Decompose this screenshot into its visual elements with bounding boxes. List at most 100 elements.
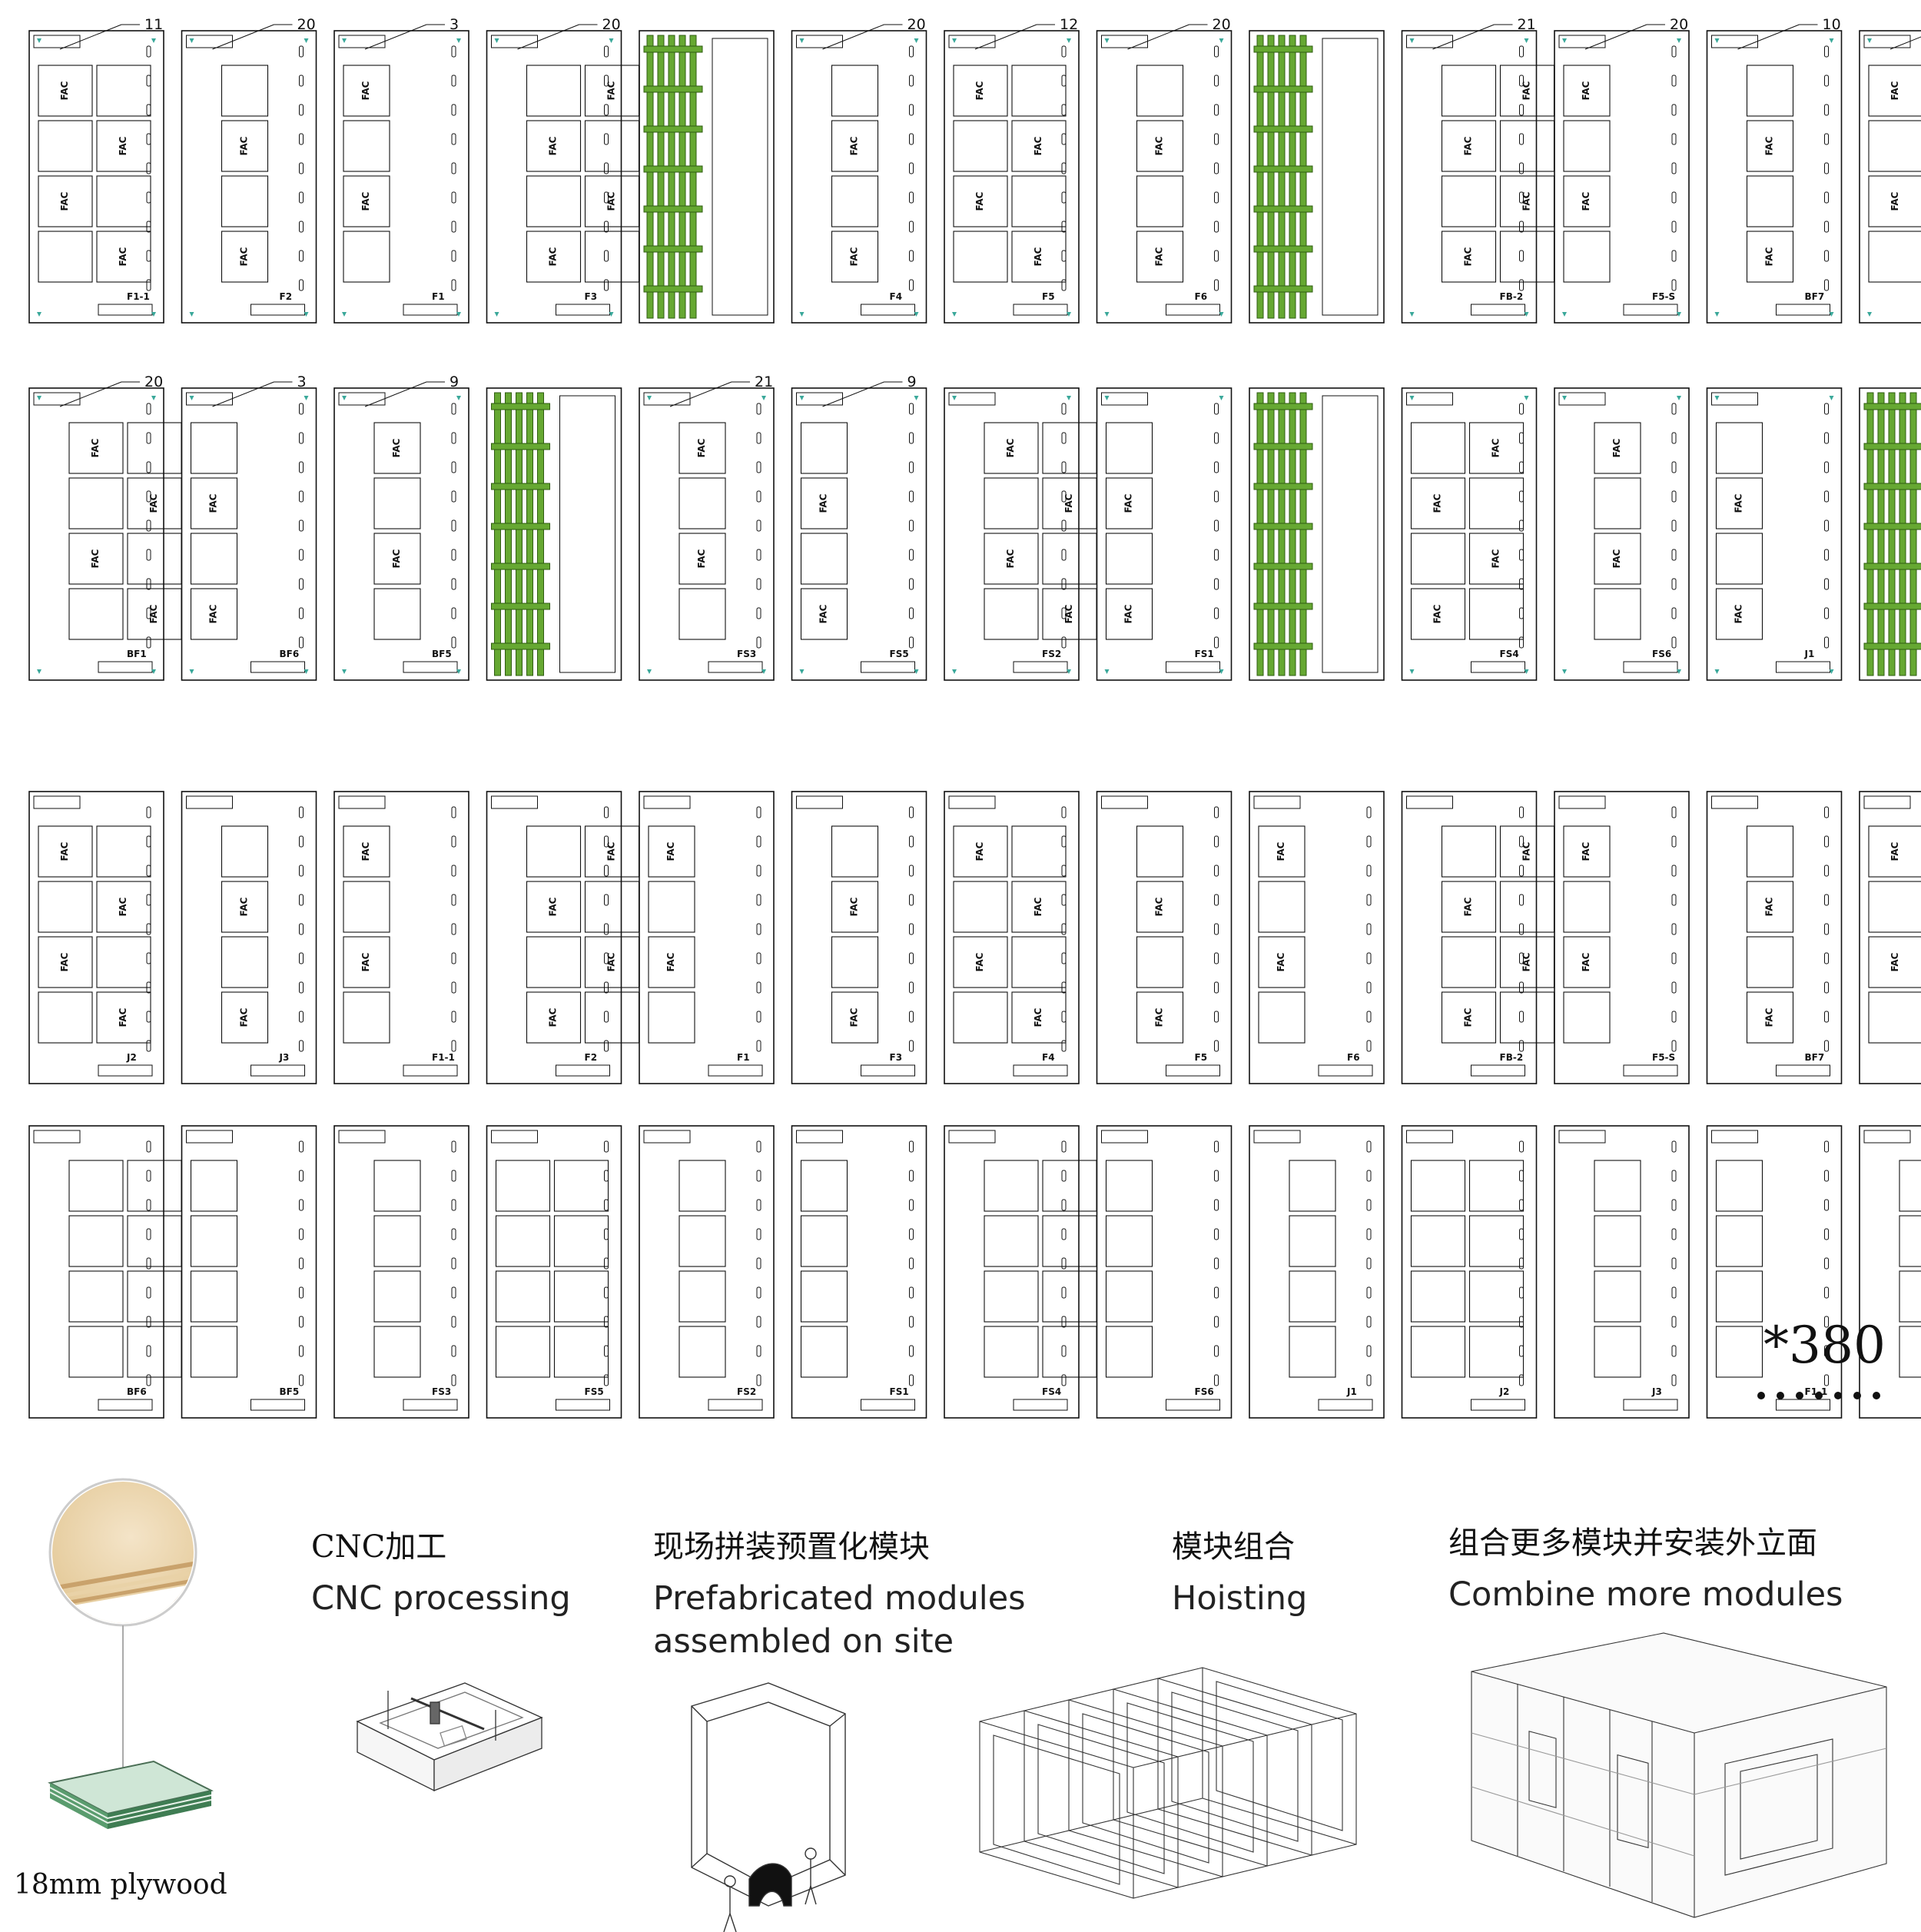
- fac-panel: [984, 1326, 1039, 1378]
- fac-panel: [221, 881, 269, 933]
- fac-panel: [38, 65, 93, 117]
- fac-panel: [1289, 1215, 1336, 1267]
- fac-panel: [1563, 120, 1611, 172]
- fac-panel: [1258, 936, 1306, 988]
- step-title-en: Hoisting: [1172, 1579, 1308, 1618]
- fac-panel: [1468, 1160, 1525, 1212]
- fac-panel: [1563, 231, 1611, 283]
- part-label: F3: [890, 1052, 903, 1063]
- fac-panel: [343, 65, 390, 117]
- module-frame: [1157, 1678, 1312, 1856]
- part-label: FS6: [1652, 649, 1671, 659]
- fac-label: FAC: [208, 493, 219, 513]
- part-label: BF7: [1805, 1052, 1825, 1063]
- fac-label: FAC: [849, 136, 860, 155]
- fac-panel: [1136, 825, 1184, 878]
- fac-panel: [68, 588, 124, 640]
- fac-panel: [190, 1160, 238, 1212]
- fac-panel: [1746, 936, 1794, 988]
- fac-panel: [953, 825, 1008, 878]
- part-label: BF1: [127, 649, 147, 659]
- sheet-quantity: 20: [907, 16, 926, 33]
- step-title-en: CNC processing: [311, 1579, 571, 1618]
- fac-panel: [190, 588, 238, 640]
- fac-panel: [221, 936, 269, 988]
- fac-label: FAC: [1276, 952, 1286, 971]
- fac-panel: [953, 231, 1008, 283]
- assembled-building-illustration: [1464, 1625, 1894, 1925]
- fac-panel: [1258, 825, 1306, 878]
- part-label: F2: [280, 291, 293, 302]
- sheet-quantity: 21: [1518, 16, 1536, 33]
- fac-panel: [1441, 65, 1497, 117]
- part-label: J3: [1651, 1386, 1662, 1397]
- fac-label: FAC: [239, 1007, 250, 1027]
- step-combine: 组合更多模块并安装外立面 Combine more modules: [1448, 1525, 1843, 1616]
- fac-panel: [1715, 588, 1763, 640]
- sheet-quantity: 10: [1823, 16, 1841, 33]
- count-dots: [1757, 1392, 1880, 1399]
- fac-panel: [526, 231, 582, 283]
- fac-panel: [1594, 477, 1641, 529]
- part-label: BF5: [432, 649, 452, 659]
- fac-panel: [1563, 881, 1611, 933]
- fac-panel: [678, 422, 726, 474]
- step-title-zh: 模块组合: [1172, 1529, 1295, 1565]
- fac-panel: [1594, 422, 1641, 474]
- fac-panel: [1441, 991, 1497, 1044]
- fac-panel: [1746, 825, 1794, 878]
- fac-panel: [526, 120, 582, 172]
- sheet-quantity: 20: [144, 373, 163, 390]
- fac-label: FAC: [548, 897, 559, 916]
- cutting-sheet: [486, 387, 622, 681]
- fac-panel: [1289, 1270, 1336, 1323]
- cutting-sheet: FS2: [639, 1125, 775, 1419]
- fac-panel: [1136, 120, 1184, 172]
- fac-panel: [373, 477, 421, 529]
- count-dot: [1777, 1392, 1784, 1399]
- part-label: BF6: [280, 649, 300, 659]
- part-label: FS6: [1195, 1386, 1214, 1397]
- fac-label: FAC: [1033, 897, 1043, 916]
- fac-panel: [1899, 1270, 1921, 1323]
- fac-label: FAC: [548, 247, 559, 266]
- fac-panel: [1868, 120, 1921, 172]
- fac-panel: [800, 533, 848, 585]
- fac-panel: [953, 881, 1008, 933]
- fac-label: FAC: [360, 952, 371, 971]
- fac-panel: [96, 65, 151, 117]
- part-label: F5-S: [1652, 291, 1675, 302]
- fac-panel: [648, 825, 695, 878]
- fac-label: FAC: [974, 952, 985, 971]
- fac-label: FAC: [974, 81, 985, 100]
- fac-panel: [1136, 936, 1184, 988]
- fac-panel: [1410, 588, 1466, 640]
- fac-panel: [38, 120, 93, 172]
- fac-panel: [68, 1215, 124, 1267]
- part-label: FS1: [890, 1386, 909, 1397]
- fac-label: FAC: [118, 136, 128, 155]
- fac-panel: [831, 175, 879, 227]
- fac-panel: [38, 231, 93, 283]
- sheet-quantity: 21: [755, 373, 773, 390]
- fac-label: FAC: [1154, 136, 1165, 155]
- part-label: J1: [1346, 1386, 1357, 1397]
- fac-label: FAC: [1734, 493, 1744, 513]
- fac-panel: [343, 881, 390, 933]
- fac-panel: [1105, 477, 1153, 529]
- fac-panel: [1105, 1270, 1153, 1323]
- fac-panel: [1410, 1215, 1466, 1267]
- count-dot: [1834, 1392, 1842, 1399]
- fac-label: FAC: [1063, 604, 1074, 623]
- fac-panel: [68, 1160, 124, 1212]
- fac-label: FAC: [1889, 842, 1900, 861]
- cutting-sheet: FS4: [944, 1125, 1097, 1419]
- fac-panel: [68, 422, 124, 474]
- fac-panel: [1105, 1160, 1153, 1212]
